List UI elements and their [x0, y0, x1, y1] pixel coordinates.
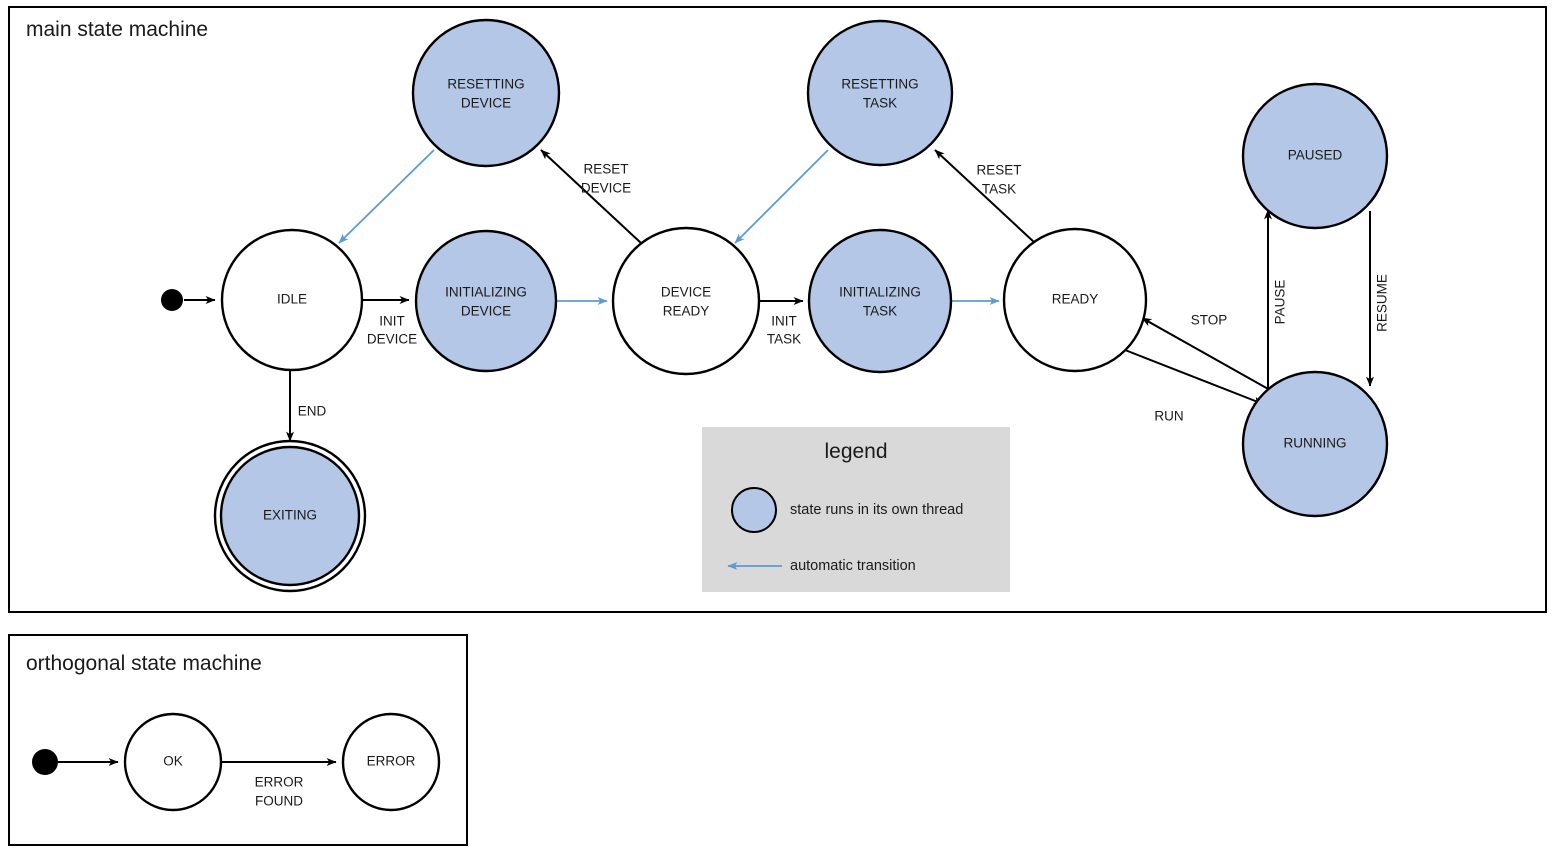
state-running-shape[interactable]	[1241, 370, 1389, 518]
edge-label-init-task-line1: INIT	[771, 314, 797, 329]
edge-label-init-device-line2: DEVICE	[367, 332, 417, 347]
state-initializing-task[interactable]: INITIALIZING TASK	[807, 228, 953, 374]
state-ok[interactable]: OK	[123, 712, 223, 812]
state-idle[interactable]: IDLE	[220, 228, 364, 372]
orthogonal-frame-title: orthogonal state machine	[26, 652, 262, 675]
edge-label-init-device-line1: INIT	[379, 314, 405, 329]
edge-label-reset-task-line2: TASK	[982, 182, 1016, 197]
state-device-ready-label-line1: DEVICE	[661, 285, 711, 300]
transition-device-ready-to-resetting-device	[540, 149, 642, 244]
transition-resetting-device-to-idle	[338, 149, 435, 244]
state-error[interactable]: ERROR	[341, 712, 441, 812]
state-resetting-device-label-line1: RESETTING	[447, 77, 524, 92]
legend-title: legend	[824, 440, 887, 463]
edge-label-init-task-line2: TASK	[767, 332, 801, 347]
state-resetting-task-label-line1: RESETTING	[841, 77, 918, 92]
state-resetting-device-label-line2: DEVICE	[461, 96, 511, 111]
transition-running-to-ready	[1141, 317, 1271, 391]
state-initializing-device[interactable]: INITIALIZING DEVICE	[414, 229, 558, 373]
initial-pseudostate-orthogonal	[32, 749, 58, 775]
orthogonal-state-machine-frame: orthogonal state machine ERROR FOUND OK …	[8, 634, 468, 846]
state-device-ready-shape[interactable]	[611, 226, 761, 376]
legend-automatic-transition-text: automatic transition	[790, 558, 916, 574]
state-initializing-task-shape[interactable]	[807, 228, 953, 374]
state-initializing-device-shape[interactable]	[414, 229, 558, 373]
state-paused-label: PAUSED	[1288, 148, 1343, 163]
edge-label-stop: STOP	[1191, 313, 1228, 328]
edge-label-resume: RESUME	[1375, 274, 1390, 332]
state-paused[interactable]: PAUSED	[1241, 82, 1389, 230]
edge-label-error-found-line1: ERROR	[255, 775, 304, 790]
state-initializing-device-label-line2: DEVICE	[461, 304, 511, 319]
transition-ready-to-resetting-task	[934, 149, 1036, 244]
edge-label-run: RUN	[1154, 409, 1183, 424]
state-initializing-device-label-line1: INITIALIZING	[445, 285, 527, 300]
edge-label-pause: PAUSE	[1273, 280, 1288, 325]
state-exiting-label: EXITING	[263, 508, 317, 523]
state-exiting[interactable]: EXITING	[213, 439, 367, 593]
legend: legend state runs in its own thread auto…	[702, 427, 1010, 592]
state-ok-label: OK	[163, 754, 183, 769]
state-resetting-task-label-line2: TASK	[863, 96, 897, 111]
state-running-label: RUNNING	[1284, 436, 1347, 451]
state-error-shape[interactable]	[341, 712, 441, 812]
state-resetting-task-shape[interactable]	[806, 19, 954, 167]
edge-label-error-found-line2: FOUND	[255, 794, 303, 809]
edge-label-reset-task-line1: RESET	[976, 163, 1021, 178]
state-error-label: ERROR	[367, 754, 416, 769]
transition-resetting-task-to-device-ready	[734, 149, 829, 244]
legend-threaded-state-swatch	[731, 487, 777, 533]
state-ready-label: READY	[1052, 292, 1099, 307]
state-resetting-device[interactable]: RESETTING DEVICE	[411, 18, 561, 168]
state-idle-label: IDLE	[277, 292, 307, 307]
state-device-ready[interactable]: DEVICE READY	[611, 226, 761, 376]
main-states: IDLE RESETTING DEVICE INITIALIZING DEVIC…	[161, 18, 1389, 593]
state-initializing-task-label-line1: INITIALIZING	[839, 285, 921, 300]
state-resetting-task[interactable]: RESETTING TASK	[806, 19, 954, 167]
state-resetting-device-shape[interactable]	[411, 18, 561, 168]
transition-ready-to-running	[1124, 349, 1264, 405]
state-initializing-task-label-line2: TASK	[863, 304, 897, 319]
edge-label-reset-device-line2: DEVICE	[581, 181, 631, 196]
initial-pseudostate-main	[161, 289, 183, 311]
state-ready-shape[interactable]	[1002, 227, 1148, 373]
state-device-ready-label-line2: READY	[663, 304, 710, 319]
legend-threaded-state-text: state runs in its own thread	[790, 502, 963, 518]
main-frame-title: main state machine	[26, 18, 208, 41]
edge-label-end: END	[298, 404, 327, 419]
state-paused-shape[interactable]	[1241, 82, 1389, 230]
state-idle-shape[interactable]	[220, 228, 364, 372]
state-ok-shape[interactable]	[123, 712, 223, 812]
main-transitions: INIT DEVICE RESET DEVICE INIT TASK RESET…	[184, 149, 1390, 442]
state-running[interactable]: RUNNING	[1241, 370, 1389, 518]
state-ready[interactable]: READY	[1002, 227, 1148, 373]
state-exiting-shape[interactable]	[219, 445, 361, 587]
edge-label-reset-device-line1: RESET	[583, 162, 628, 177]
